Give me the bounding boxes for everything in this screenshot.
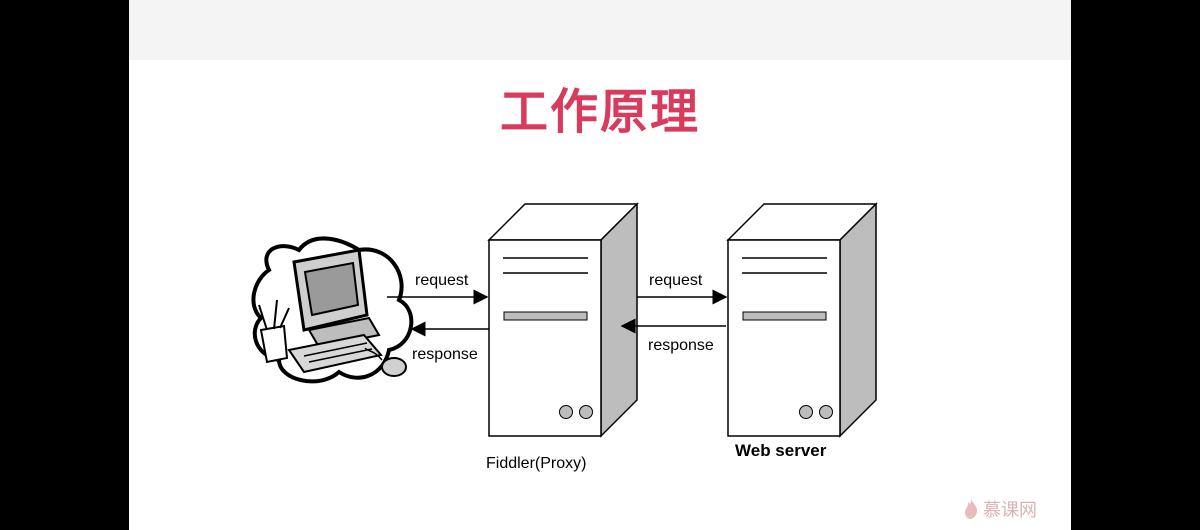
proxy-label: Fiddler(Proxy) xyxy=(486,455,586,472)
watermark-text: 慕课网 xyxy=(983,500,1037,521)
client-computer-icon xyxy=(251,236,414,384)
slide: 工作原理 xyxy=(129,0,1071,530)
slide-header-band xyxy=(129,0,1071,60)
flame-logo-icon xyxy=(965,499,978,519)
request-label-right: request xyxy=(649,272,703,289)
request-label-left: request xyxy=(415,272,469,289)
web-server-icon xyxy=(726,202,878,438)
response-label-right: response xyxy=(648,337,714,354)
proxy-server-icon xyxy=(487,202,639,438)
response-label-left: response xyxy=(412,346,478,363)
web-server-label: Web server xyxy=(735,441,827,460)
watermark: 慕课网 xyxy=(963,496,1037,522)
slide-title: 工作原理 xyxy=(499,84,700,140)
proxy-diagram: request response request response Fiddle… xyxy=(251,202,878,472)
